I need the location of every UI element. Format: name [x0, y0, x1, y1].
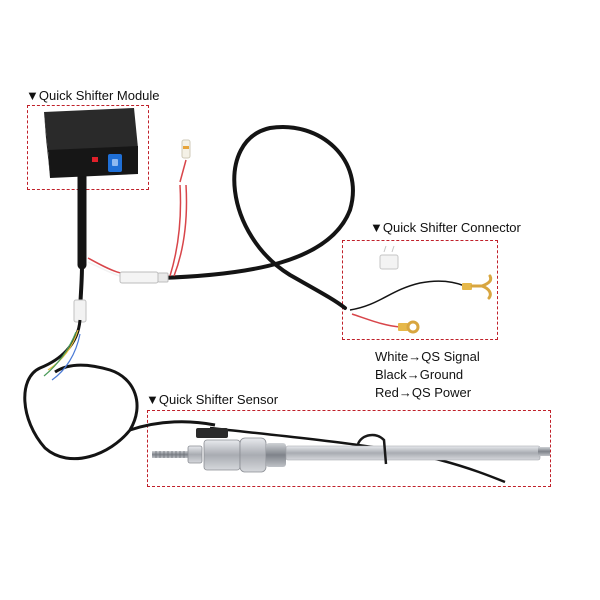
quick-shifter-sensor [152, 428, 550, 473]
quick-shifter-module [44, 108, 138, 178]
black-cable-loop [158, 124, 355, 310]
connector-label: ▼Quick Shifter Connector [370, 220, 521, 235]
module-highlight-box [27, 105, 149, 190]
wire-color-legend: White→QS Signal Black→Ground Red→QS Powe… [375, 348, 480, 402]
module-label: ▼Quick Shifter Module [26, 88, 160, 103]
connector-highlight-box [342, 240, 498, 340]
inline-connector [119, 271, 159, 284]
sensor-highlight-box [147, 410, 551, 487]
legend-red-wire: Red→QS Power [375, 385, 472, 400]
sensor-cable-loop [23, 319, 139, 461]
sensor-label: ▼Quick Shifter Sensor [146, 392, 279, 407]
connector-parts [349, 245, 493, 334]
red-led [92, 157, 98, 162]
lower-plug [73, 299, 87, 323]
legend-white-wire: White→QS Signal [375, 349, 480, 364]
legend-black-wire: Black→Ground [375, 367, 464, 382]
